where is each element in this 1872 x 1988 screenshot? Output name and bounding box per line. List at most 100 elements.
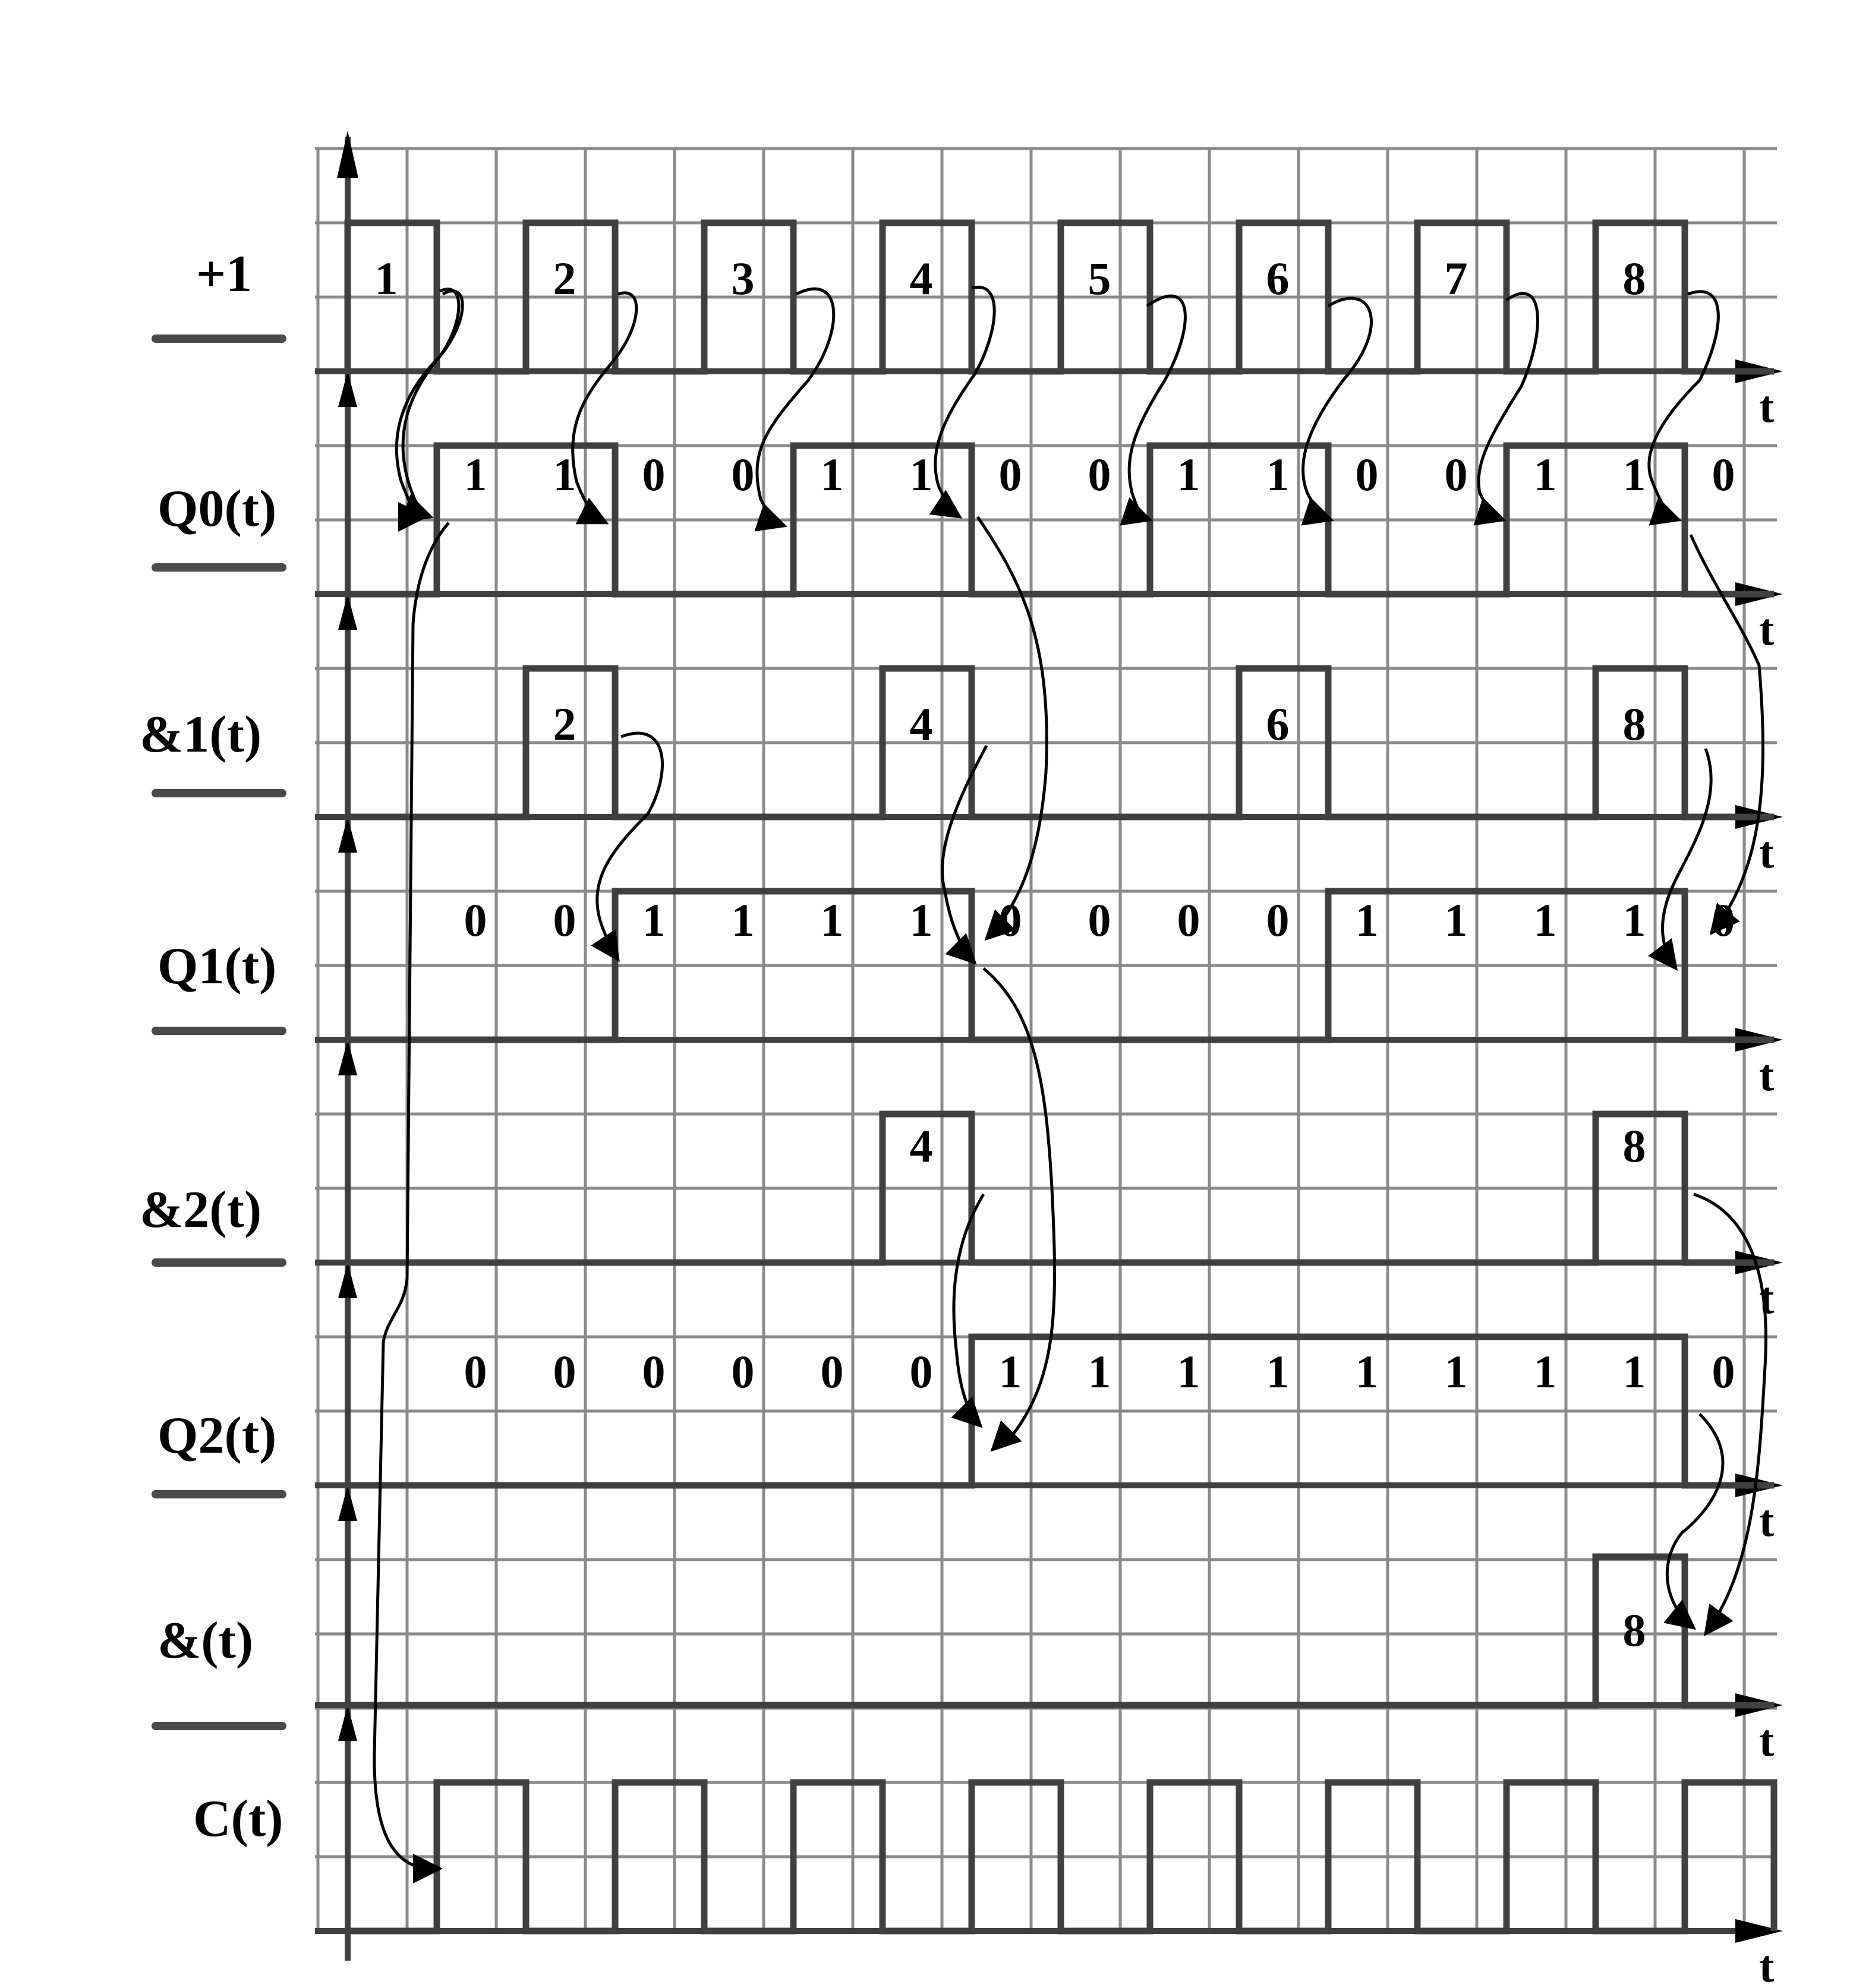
transition-arrow — [976, 516, 1048, 941]
signal-label: C(t) — [193, 1790, 283, 1848]
transition-arrow — [941, 744, 988, 965]
and1-waveform — [348, 665, 1774, 821]
and-waveform — [348, 1553, 1774, 1709]
transition-arrow — [1473, 292, 1539, 526]
state-value: 0 — [1445, 449, 1468, 500]
transition-arrow — [373, 522, 450, 1883]
and2-waveform — [348, 1110, 1774, 1266]
time-axis-label: t — [1759, 382, 1774, 432]
state-value: 0 — [464, 894, 487, 946]
transition-arrow — [1120, 294, 1187, 526]
time-axis-arrowhead — [1735, 1919, 1783, 1943]
q0-waveform — [348, 442, 1774, 598]
time-axis-label: t — [1759, 828, 1774, 878]
time-axis-label: t — [1759, 1050, 1774, 1100]
state-value: 1 — [1356, 894, 1379, 946]
pulse-label: 6 — [1266, 253, 1290, 304]
pulse-label: 5 — [1088, 253, 1111, 304]
state-value: 0 — [821, 1346, 844, 1397]
state-value: 0 — [1266, 894, 1290, 946]
axis-tick-arrowhead — [338, 1040, 357, 1075]
state-value: 1 — [1356, 1346, 1379, 1397]
transition-arrow — [1647, 290, 1720, 526]
signal-label: Q0(t) — [157, 480, 276, 538]
time-axis-label: t — [1759, 1496, 1774, 1546]
pulse-label: 4 — [910, 698, 933, 750]
state-value: 0 — [732, 1346, 755, 1397]
transition-arrow — [571, 291, 638, 525]
pulse-label: 7 — [1445, 253, 1468, 304]
pulse-label: 3 — [732, 253, 755, 304]
state-value: 1 — [910, 894, 933, 946]
state-value: 0 — [1712, 449, 1735, 500]
transition-arrow — [754, 287, 836, 532]
state-value: 1 — [1534, 449, 1557, 500]
state-value: 1 — [821, 449, 844, 500]
pulse-label: 8 — [1623, 698, 1646, 750]
state-value: 1 — [999, 1346, 1022, 1397]
state-value: 1 — [1177, 1346, 1200, 1397]
transition-arrows — [373, 285, 1767, 1883]
time-axis-label: t — [1759, 605, 1774, 655]
waveforms — [344, 219, 1778, 1935]
state-value: 0 — [732, 449, 755, 500]
transition-arrow — [1693, 1192, 1767, 1637]
state-value: 0 — [553, 1346, 576, 1397]
pulse-label: 1 — [375, 253, 398, 304]
time-axis-label: t — [1759, 1716, 1774, 1766]
state-value: 0 — [1088, 449, 1111, 500]
signal-label: Q1(t) — [157, 938, 276, 995]
pulse-label: 2 — [553, 698, 576, 750]
state-value: 0 — [999, 449, 1022, 500]
state-value: 1 — [821, 894, 844, 946]
time-axis-label: t — [1759, 1942, 1774, 1988]
q1-waveform — [348, 888, 1774, 1043]
state-value: 0 — [1088, 894, 1111, 946]
state-value: 1 — [1445, 1346, 1468, 1397]
axis-tick-arrowhead — [338, 594, 357, 630]
time-axes — [315, 131, 1783, 1961]
state-value: 0 — [553, 894, 576, 946]
transition-arrow — [1663, 1413, 1725, 1630]
pulse-label: 4 — [910, 1120, 933, 1172]
c-waveform — [348, 1779, 1778, 1935]
state-value: 1 — [1088, 1346, 1111, 1397]
pulse-label: 4 — [910, 253, 933, 304]
state-value: 0 — [910, 1346, 933, 1397]
transition-arrow — [1301, 296, 1373, 526]
vertical-axis-arrowhead — [337, 131, 358, 178]
transition-arrow — [951, 1193, 985, 1428]
state-value: 0 — [1177, 894, 1200, 946]
signal-label: &1(t) — [140, 706, 261, 763]
q2-waveform — [348, 1333, 1774, 1489]
state-value: 1 — [1266, 1346, 1290, 1397]
state-value: 0 — [464, 1346, 487, 1397]
state-value: 0 — [642, 1346, 666, 1397]
pulse-label: 8 — [1623, 1604, 1646, 1656]
axis-tick-arrowhead — [338, 1485, 357, 1521]
plus1-waveform — [344, 219, 1774, 375]
state-value: 1 — [1623, 894, 1646, 946]
state-value: 1 — [464, 449, 487, 500]
state-value: 1 — [910, 449, 933, 500]
signal-label: +1 — [196, 245, 252, 303]
transition-arrow — [591, 731, 664, 963]
transition-arrow — [982, 967, 1057, 1452]
state-value: 1 — [642, 894, 666, 946]
pulse-label: 8 — [1623, 1120, 1646, 1172]
state-value: 1 — [1266, 449, 1290, 500]
signal-label-dashes — [152, 335, 286, 1730]
state-value: 1 — [1623, 1346, 1646, 1397]
axis-tick-arrowhead — [338, 1263, 357, 1298]
transition-arrow — [929, 285, 996, 519]
transition-arrow — [401, 288, 461, 523]
pulse-label: 6 — [1266, 698, 1290, 750]
pulse-label: 8 — [1623, 253, 1646, 304]
state-value: 0 — [642, 449, 666, 500]
signal-label: &(t) — [157, 1612, 253, 1670]
state-value: 0 — [1712, 1346, 1735, 1397]
state-value: 1 — [1534, 1346, 1557, 1397]
signal-label: Q2(t) — [157, 1407, 276, 1465]
